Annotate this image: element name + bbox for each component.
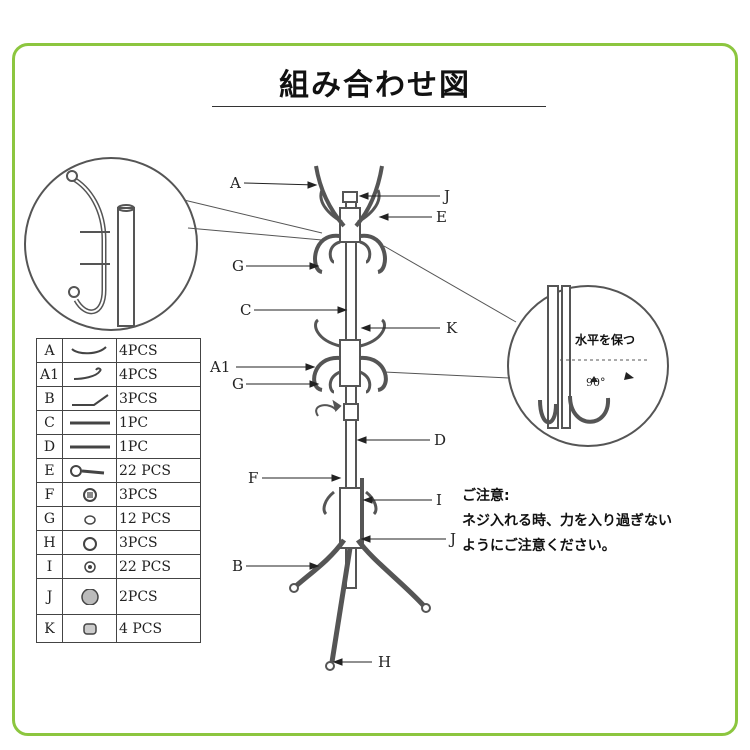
parts-row: I 22 PCS <box>36 554 201 579</box>
label-f: F <box>248 469 258 487</box>
part-qty: 2PCS <box>116 578 201 615</box>
part-qty: 3PCS <box>116 482 201 507</box>
part-qty: 22 PCS <box>116 458 201 483</box>
parts-row: C 1PC <box>36 410 201 435</box>
part-letter: A1 <box>36 362 63 387</box>
cap-icon <box>83 514 96 525</box>
parts-row: K 4 PCS <box>36 614 201 643</box>
level-note: 水平を保つ <box>575 333 636 347</box>
page-title: 組み合わせ図 <box>279 68 471 103</box>
parts-row: B 3PCS <box>36 386 201 411</box>
label-j-bottom: J <box>448 530 456 548</box>
caution-heading: ご注意: <box>462 488 510 504</box>
part-letter: J <box>36 578 63 615</box>
parts-row: J 2PCS <box>36 578 201 615</box>
label-g-top: G <box>232 257 244 275</box>
parts-list: A 4PCS A1 4PCS B 3PCS C 1PC D 1PC E 22 PCS F 3PCS G 12 … <box>36 338 201 643</box>
pole-icon <box>69 445 110 448</box>
part-letter: I <box>36 554 63 579</box>
connector-icon <box>82 487 97 502</box>
caution-note: ご注意: ネジ入れる時、力を入り過ぎない ようにご注意ください。 <box>462 484 672 559</box>
parts-row: H 3PCS <box>36 530 201 555</box>
part-letter: B <box>36 386 63 411</box>
label-e: E <box>436 208 447 226</box>
part-letter: K <box>36 614 63 643</box>
caution-line-1: ネジ入れる時、力を入り過ぎない <box>462 513 672 529</box>
part-qty: 3PCS <box>116 530 201 555</box>
part-qty: 22 PCS <box>116 554 201 579</box>
title-underline <box>212 106 546 107</box>
label-b: B <box>232 557 243 575</box>
label-d: D <box>434 431 446 449</box>
part-qty: 4PCS <box>116 362 201 387</box>
part-letter: C <box>36 410 63 435</box>
label-i: I <box>436 491 442 509</box>
screw-icon <box>69 464 104 477</box>
part-letter: G <box>36 506 63 531</box>
part-letter: F <box>36 482 63 507</box>
part-qty: 1PC <box>116 410 201 435</box>
part-letter: E <box>36 458 63 483</box>
top-cap-icon <box>82 622 97 635</box>
label-a: A <box>229 174 241 192</box>
hub-icon <box>80 588 99 605</box>
label-a1: A1 <box>209 358 230 376</box>
parts-row: F 3PCS <box>36 482 201 507</box>
part-qty: 12 PCS <box>116 506 201 531</box>
hook-a1-icon <box>73 366 101 380</box>
pole-icon <box>69 421 110 424</box>
detail-circle-left <box>24 157 198 331</box>
label-h: H <box>378 653 391 671</box>
parts-row: G 12 PCS <box>36 506 201 531</box>
parts-row: A 4PCS <box>36 338 201 363</box>
leg-icon <box>71 393 109 406</box>
part-letter: D <box>36 434 63 459</box>
part-qty: 1PC <box>116 434 201 459</box>
label-g-mid: G <box>232 375 244 393</box>
part-letter: A <box>36 338 63 363</box>
parts-row: A1 4PCS <box>36 362 201 387</box>
label-k: K <box>446 319 458 337</box>
outer-frame <box>12 43 738 736</box>
parts-row: D 1PC <box>36 434 201 459</box>
part-qty: 4 PCS <box>116 614 201 643</box>
label-c: C <box>240 301 251 319</box>
label-j-top: J <box>442 187 450 205</box>
parts-row: E 22 PCS <box>36 458 201 483</box>
nut-icon <box>83 560 96 573</box>
caution-line-2: ようにご注意ください。 <box>462 538 616 554</box>
detail-circle-right <box>507 285 669 447</box>
foot-icon <box>82 536 97 551</box>
part-qty: 3PCS <box>116 386 201 411</box>
angle-label: 90° <box>586 376 606 389</box>
part-letter: H <box>36 530 63 555</box>
hook-a-icon <box>70 345 107 354</box>
part-qty: 4PCS <box>116 338 201 363</box>
